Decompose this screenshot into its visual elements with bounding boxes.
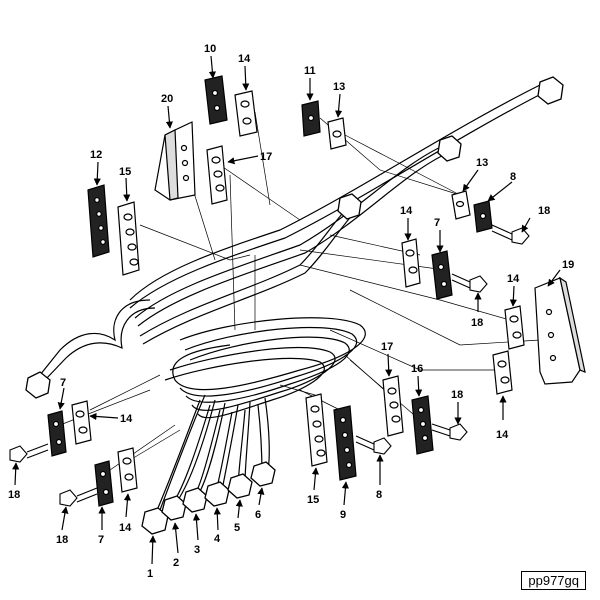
nut-3: [182, 487, 208, 513]
clamp-14-right-upper: [504, 305, 525, 350]
nut-4: [204, 481, 230, 507]
bolt-18-mid: [451, 273, 488, 293]
callout-13b: 13: [476, 157, 488, 169]
nut-5: [227, 473, 253, 499]
callout-4: 4: [214, 533, 221, 545]
callout-labels: 1 2 3 4 5 6 7 7 7 8 8 9 10 11 12 13 13 1…: [8, 43, 574, 580]
callout-18a: 18: [538, 205, 550, 217]
callout-9: 9: [340, 509, 346, 521]
clamp-15-left: [117, 201, 140, 276]
clamps: [47, 75, 586, 507]
callout-18e: 18: [56, 534, 68, 546]
callout-13a: 13: [333, 81, 345, 93]
callout-15b: 15: [307, 494, 319, 506]
callout-20: 20: [161, 93, 173, 105]
callout-11: 11: [304, 65, 316, 77]
bolt-8-lower: [355, 435, 392, 455]
callout-12: 12: [90, 149, 102, 161]
injector-nuts: [25, 76, 564, 535]
clamp-7-lower: [94, 460, 114, 507]
nut-top-right: [537, 76, 564, 105]
bolt-18-lower: [431, 423, 468, 441]
nut-1: [141, 507, 169, 535]
nut-6: [250, 461, 276, 487]
nut-mid: [337, 193, 362, 220]
callout-5: 5: [234, 522, 240, 534]
clamp-12: [87, 184, 110, 258]
callout-16: 16: [411, 363, 423, 375]
clamp-10: [204, 75, 228, 125]
callout-18c: 18: [451, 389, 463, 401]
clamp-17-lower: [382, 375, 404, 437]
callout-8a: 8: [510, 171, 516, 183]
clamp-7-mid: [431, 250, 453, 300]
clamp-14-right-lower: [492, 350, 513, 395]
callout-14e: 14: [496, 429, 509, 441]
callout-14f: 14: [119, 522, 132, 534]
callout-10: 10: [204, 43, 216, 55]
callout-17a: 17: [260, 151, 272, 163]
clamp-14-top: [234, 90, 258, 137]
clamp-14-left: [71, 400, 92, 445]
clamp-14-mid: [401, 238, 421, 288]
callout-7b: 7: [60, 377, 66, 389]
callout-arrows: [12, 55, 561, 565]
clamp-11: [301, 100, 321, 137]
callout-8b: 8: [376, 489, 382, 501]
clamp-17-top: [206, 145, 228, 205]
bolts: [9, 224, 530, 507]
nut-2: [161, 495, 187, 521]
callout-7a: 7: [434, 217, 440, 229]
callout-18b: 18: [471, 317, 483, 329]
clamp-14-lower-left: [117, 447, 138, 493]
clamp-8-right: [473, 200, 493, 233]
callout-18d: 18: [8, 489, 20, 501]
nut-mid-right: [437, 135, 462, 162]
bracket-19: [534, 276, 586, 385]
callout-14d: 14: [120, 413, 133, 425]
callout-17b: 17: [381, 341, 393, 353]
clamp-15-lower: [305, 393, 328, 467]
clamp-16: [411, 395, 434, 455]
callout-6: 6: [255, 509, 261, 521]
callout-19: 19: [562, 259, 574, 271]
bracket-20: [154, 121, 196, 201]
fuel-lines: [39, 84, 546, 516]
bolt-18-left: [9, 443, 49, 463]
callout-1: 1: [147, 568, 153, 580]
callout-14a: 14: [238, 53, 251, 65]
nut-left: [25, 371, 51, 399]
callout-2: 2: [173, 557, 179, 569]
figure-reference-code: pp977gq: [521, 571, 586, 590]
callout-3: 3: [194, 544, 200, 556]
callout-14c: 14: [507, 273, 520, 285]
clamp-13-right: [451, 190, 471, 220]
bolt-18-right: [491, 224, 530, 245]
clamp-7-left: [47, 410, 67, 457]
callout-15a: 15: [119, 166, 131, 178]
callout-7c: 7: [98, 534, 104, 546]
clamp-13-top: [327, 117, 347, 150]
clamp-9: [333, 405, 357, 481]
callout-14b: 14: [400, 205, 413, 217]
bolt-18-lower-left: [59, 487, 98, 507]
